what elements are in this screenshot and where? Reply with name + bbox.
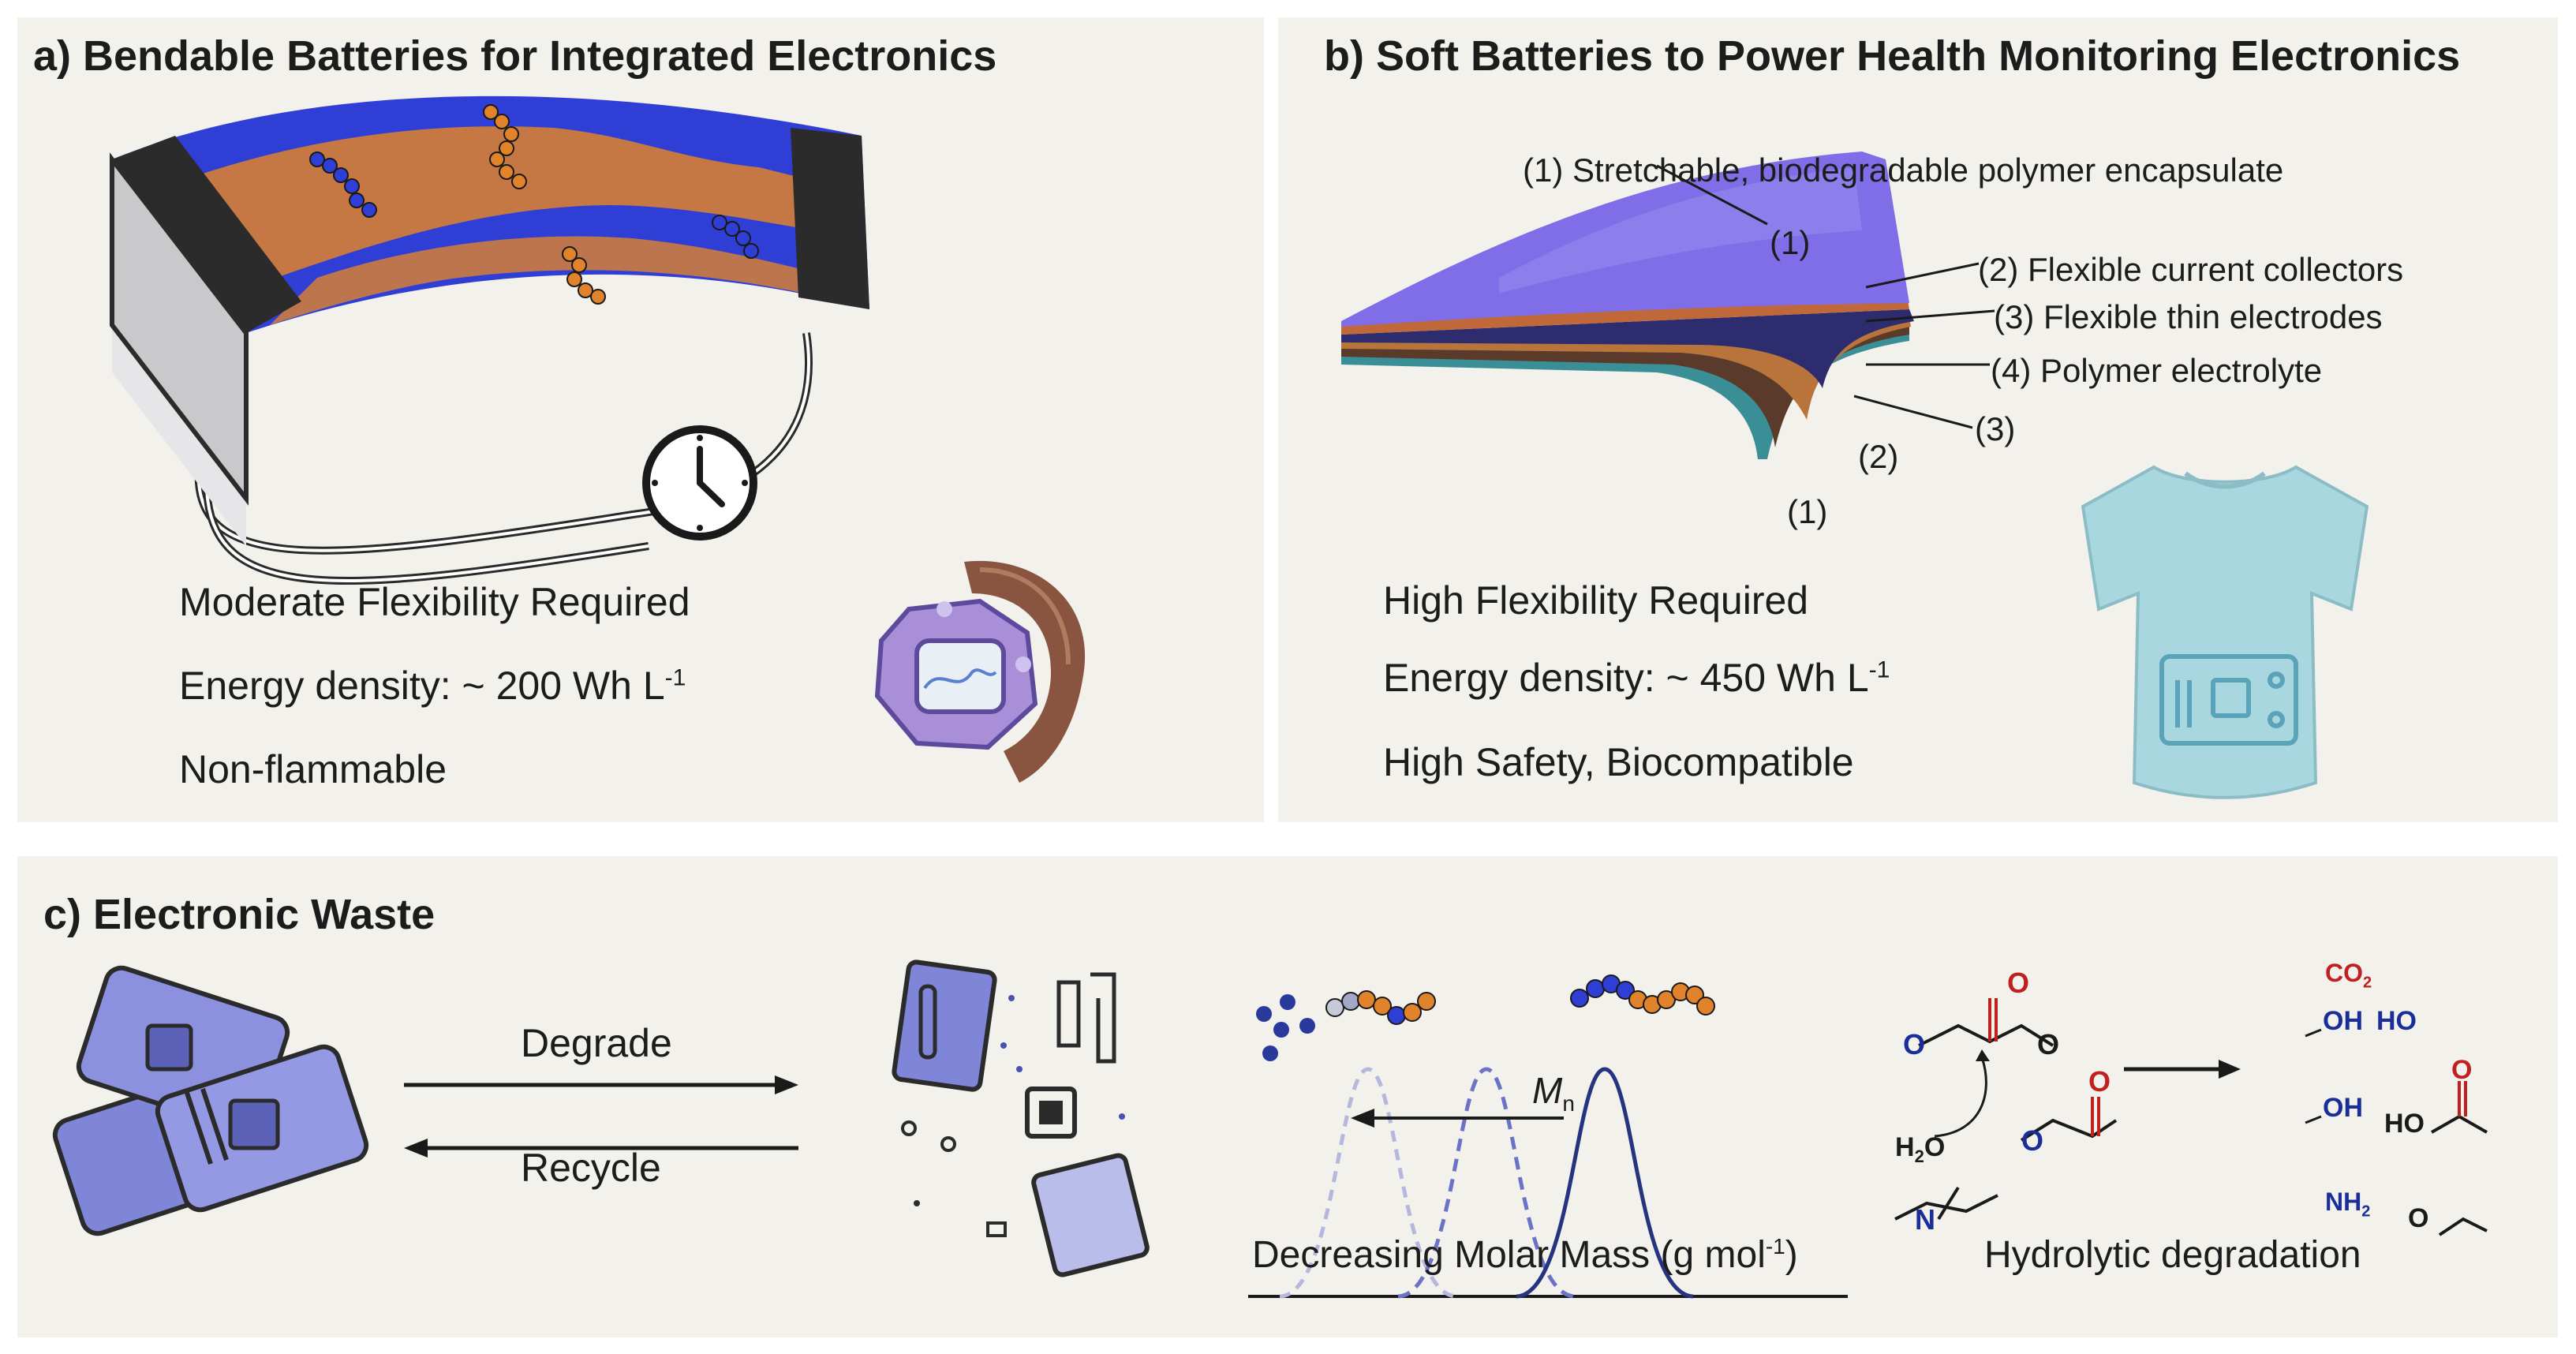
panel-c-title: c) Electronic Waste [43, 891, 436, 938]
label-mark-1-bottom: (1) [1787, 493, 1828, 530]
panel-b-energy-sup: -1 [1868, 656, 1890, 683]
battery-cap [791, 128, 869, 309]
panel-a-energy-density: Energy density: ~ 200 Wh L-1 [179, 663, 686, 709]
monomer-dots [1256, 994, 1315, 1061]
label-mark-1-top: (1) [1770, 224, 1811, 261]
ester-bonds [2020, 1118, 2118, 1142]
chem-o-ester-carbonyl: O [2088, 1065, 2111, 1098]
chem-imine-n: N [1915, 1203, 1935, 1236]
gpc-curve-mid [1397, 1067, 1576, 1299]
mn-subscript: n [1562, 1091, 1575, 1116]
chem-co2-text: CO [2325, 959, 2363, 987]
chem-co2-sub: 2 [2363, 974, 2372, 992]
polymer-chain [483, 104, 527, 189]
bendable-battery-illustration [110, 95, 869, 585]
carbonate-bonds [1918, 1023, 2054, 1047]
polymer-chain [1570, 974, 1715, 1016]
chem-water-sub: 2 [1914, 1146, 1924, 1166]
chem-water-h: H [1895, 1132, 1915, 1162]
chem-o-carbonate-right: O [2037, 1028, 2060, 1060]
chem-o-carbonyl: O [2007, 967, 2030, 999]
gpc-curve-high [1516, 1067, 1694, 1299]
chem-o-carbonate: O [1903, 1028, 1926, 1060]
circuit-board-icon [2159, 654, 2298, 746]
soft-battery-layers [1341, 151, 1914, 459]
polymer-chain [309, 151, 377, 218]
chem-aldehyde-o: O [2408, 1203, 2429, 1233]
degrade-recycle-arrows [404, 1075, 798, 1158]
molar-mass-text: Decreasing Molar Mass (g mol [1252, 1234, 1766, 1276]
chem-ho-2: HO [2384, 1109, 2425, 1139]
battery-wire [203, 482, 649, 585]
panel-a-energy-sup: -1 [664, 664, 686, 691]
battery-side [112, 159, 246, 499]
molar-mass-close: ) [1785, 1234, 1798, 1276]
recycle-label: Recycle [521, 1146, 661, 1190]
chem-co2: CO2 [2325, 959, 2372, 992]
mn-label: Mn [1532, 1069, 1575, 1116]
molar-mass-caption: Decreasing Molar Mass (g mol-1) [1252, 1233, 1798, 1277]
panel-b: b) Soft Batteries to Power Health Monito… [1278, 17, 2558, 822]
hydrolytic-caption: Hydrolytic degradation [1984, 1234, 2361, 1276]
tshirt-icon [2081, 465, 2369, 799]
panel-b-safety: High Safety, Biocompatible [1383, 740, 1854, 784]
panel-a-title: a) Bendable Batteries for Integrated Ele… [33, 32, 997, 80]
battery-side [112, 325, 246, 546]
label-layer-3: (3) Flexible thin electrodes [1994, 298, 2383, 335]
label-layer-2: (2) Flexible current collectors [1978, 251, 2404, 288]
molar-mass-sup: -1 [1765, 1234, 1785, 1259]
panel-b-title: b) Soft Batteries to Power Health Monito… [1324, 32, 2461, 80]
panel-b-energy-text: Energy density: ~ 450 Wh L [1383, 656, 1869, 700]
chem-nh2-sub: 2 [2361, 1203, 2371, 1221]
chem-water-o: O [1924, 1132, 1946, 1162]
circuit-board-icon [52, 965, 369, 1236]
battery-wire [205, 482, 649, 583]
battery-cap [110, 152, 249, 506]
layer-leader-lines [1656, 164, 1995, 429]
degraded-board-fragments [892, 959, 1150, 1277]
chem-nh2-text: NH [2325, 1188, 2362, 1216]
hydrolysis-scheme [1894, 998, 2488, 1236]
chem-acid-o: O [2451, 1055, 2473, 1085]
degrade-label: Degrade [521, 1021, 672, 1065]
label-layer-1: (1) Stretchable, biodegradable polymer e… [1523, 151, 2284, 189]
panel-a: a) Bendable Batteries for Integrated Ele… [17, 17, 1264, 822]
gpc-curve-low [1279, 1067, 1457, 1299]
chem-ho-1: HO [2376, 1006, 2417, 1036]
polymer-chain [712, 215, 759, 259]
panel-c: c) Electronic Waste Degrade Recycle [17, 856, 2558, 1337]
molar-mass-distribution [1248, 974, 1848, 1299]
clock-icon [642, 425, 757, 540]
polymer-chain [562, 246, 606, 305]
panel-a-flexibility: Moderate Flexibility Required [179, 580, 690, 624]
battery-wire [196, 332, 811, 552]
chem-oh-1: OH [2323, 1006, 2363, 1036]
panel-b-energy-density: Energy density: ~ 450 Wh L-1 [1383, 655, 1890, 701]
chem-water: H2O [1895, 1132, 1945, 1167]
battery-top-pattern [270, 236, 869, 325]
battery-top-pattern [175, 126, 862, 286]
label-layer-4: (4) Polymer electrolyte [1991, 352, 2323, 389]
water-attack-arrow [1934, 1057, 1987, 1138]
chem-nh2: NH2 [2325, 1188, 2370, 1221]
battery-cap [112, 136, 301, 333]
label-mark-2: (2) [1858, 438, 1899, 475]
chem-oh-2: OH [2323, 1093, 2363, 1123]
panel-a-energy-text: Energy density: ~ 200 Wh L [179, 664, 665, 708]
aldehyde-bonds [2438, 1217, 2488, 1236]
acid-bonds [2431, 1114, 2488, 1134]
panel-a-safety: Non-flammable [179, 747, 447, 791]
smartwatch-icon [874, 560, 1086, 783]
layer-top-highlight [1499, 167, 1862, 294]
mn-symbol: M [1532, 1070, 1563, 1111]
electronic-waste-boards [52, 965, 369, 1236]
label-mark-3: (3) [1975, 410, 2016, 447]
panel-b-flexibility: High Flexibility Required [1383, 578, 1809, 623]
layer-electrolyte [1341, 309, 1914, 388]
chem-o-ester: O [2021, 1124, 2044, 1157]
polymer-chain [1325, 990, 1436, 1025]
